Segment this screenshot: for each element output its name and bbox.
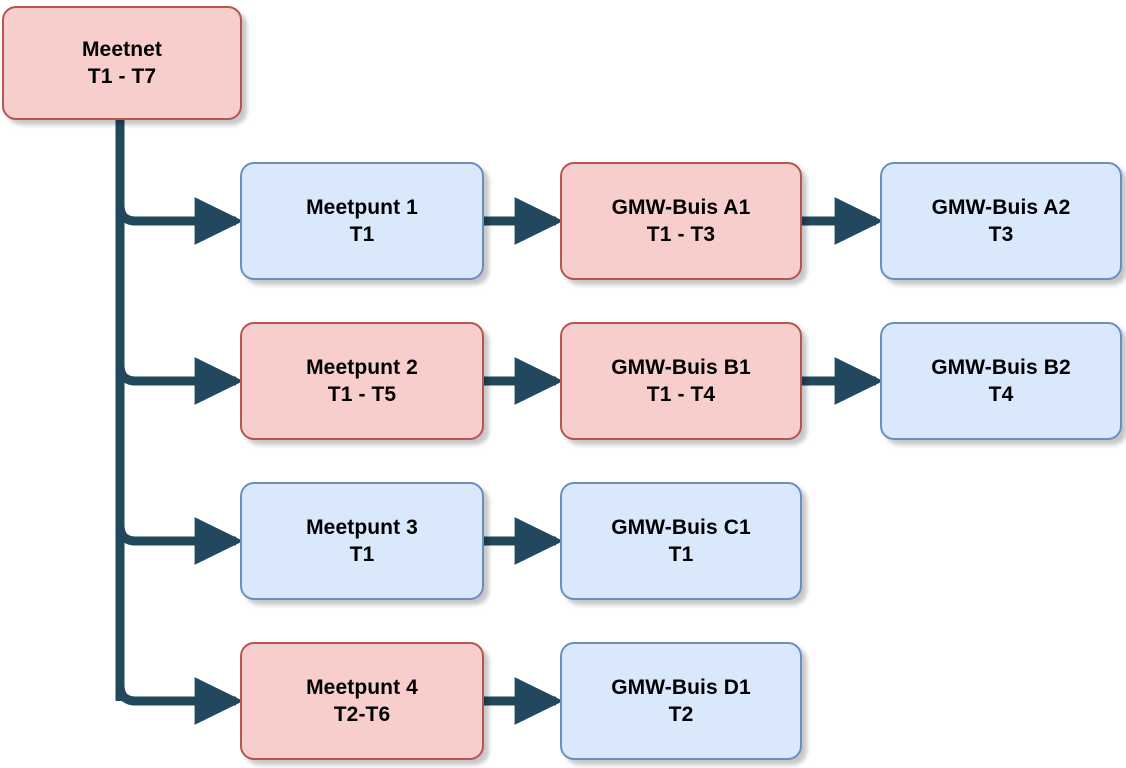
node-meetpunt-2[interactable]: Meetpunt 2 T1 - T5: [240, 322, 484, 440]
node-title: Meetpunt 2: [306, 355, 418, 379]
node-title: GMW-Buis B2: [931, 355, 1071, 379]
node-title: Meetnet: [81, 37, 163, 61]
connector-branch-1: [115, 197, 244, 245]
node-title: Meetpunt 4: [306, 675, 418, 699]
node-meetpunt-3[interactable]: Meetpunt 3 T1: [240, 482, 484, 600]
node-title: GMW-Buis A1: [611, 195, 751, 219]
node-meetpunt-4[interactable]: Meetpunt 4 T2-T6: [240, 642, 484, 760]
node-subtitle: T2-T6: [333, 703, 391, 726]
connector-branch-3: [115, 517, 244, 565]
connector-branch-4: [115, 677, 244, 725]
node-gmw-buis-b2[interactable]: GMW-Buis B2 T4: [880, 322, 1122, 440]
node-gmw-buis-b1[interactable]: GMW-Buis B1 T1 - T4: [560, 322, 802, 440]
node-subtitle: T3: [988, 223, 1014, 246]
node-title: GMW-Buis A2: [931, 195, 1071, 219]
node-subtitle: T1 - T3: [646, 223, 716, 246]
node-subtitle: T1: [668, 543, 694, 566]
node-subtitle: T1 - T7: [87, 65, 157, 88]
node-title: GMW-Buis D1: [611, 675, 751, 699]
node-subtitle: T4: [988, 383, 1014, 406]
node-gmw-buis-d1[interactable]: GMW-Buis D1 T2: [560, 642, 802, 760]
node-gmw-buis-c1[interactable]: GMW-Buis C1 T1: [560, 482, 802, 600]
node-meetnet[interactable]: Meetnet T1 - T7: [2, 6, 242, 120]
node-subtitle: T1 - T4: [646, 383, 716, 406]
node-title: GMW-Buis B1: [611, 355, 751, 379]
node-title: Meetpunt 3: [306, 515, 418, 539]
node-subtitle: T2: [668, 703, 694, 726]
node-subtitle: T1 - T5: [327, 383, 397, 406]
node-title: Meetpunt 1: [306, 195, 418, 219]
node-subtitle: T1: [349, 543, 375, 566]
node-title: GMW-Buis C1: [611, 515, 751, 539]
node-meetpunt-1[interactable]: Meetpunt 1 T1: [240, 162, 484, 280]
node-gmw-buis-a1[interactable]: GMW-Buis A1 T1 - T3: [560, 162, 802, 280]
node-gmw-buis-a2[interactable]: GMW-Buis A2 T3: [880, 162, 1122, 280]
connector-branch-2: [115, 357, 244, 405]
node-subtitle: T1: [349, 223, 375, 246]
